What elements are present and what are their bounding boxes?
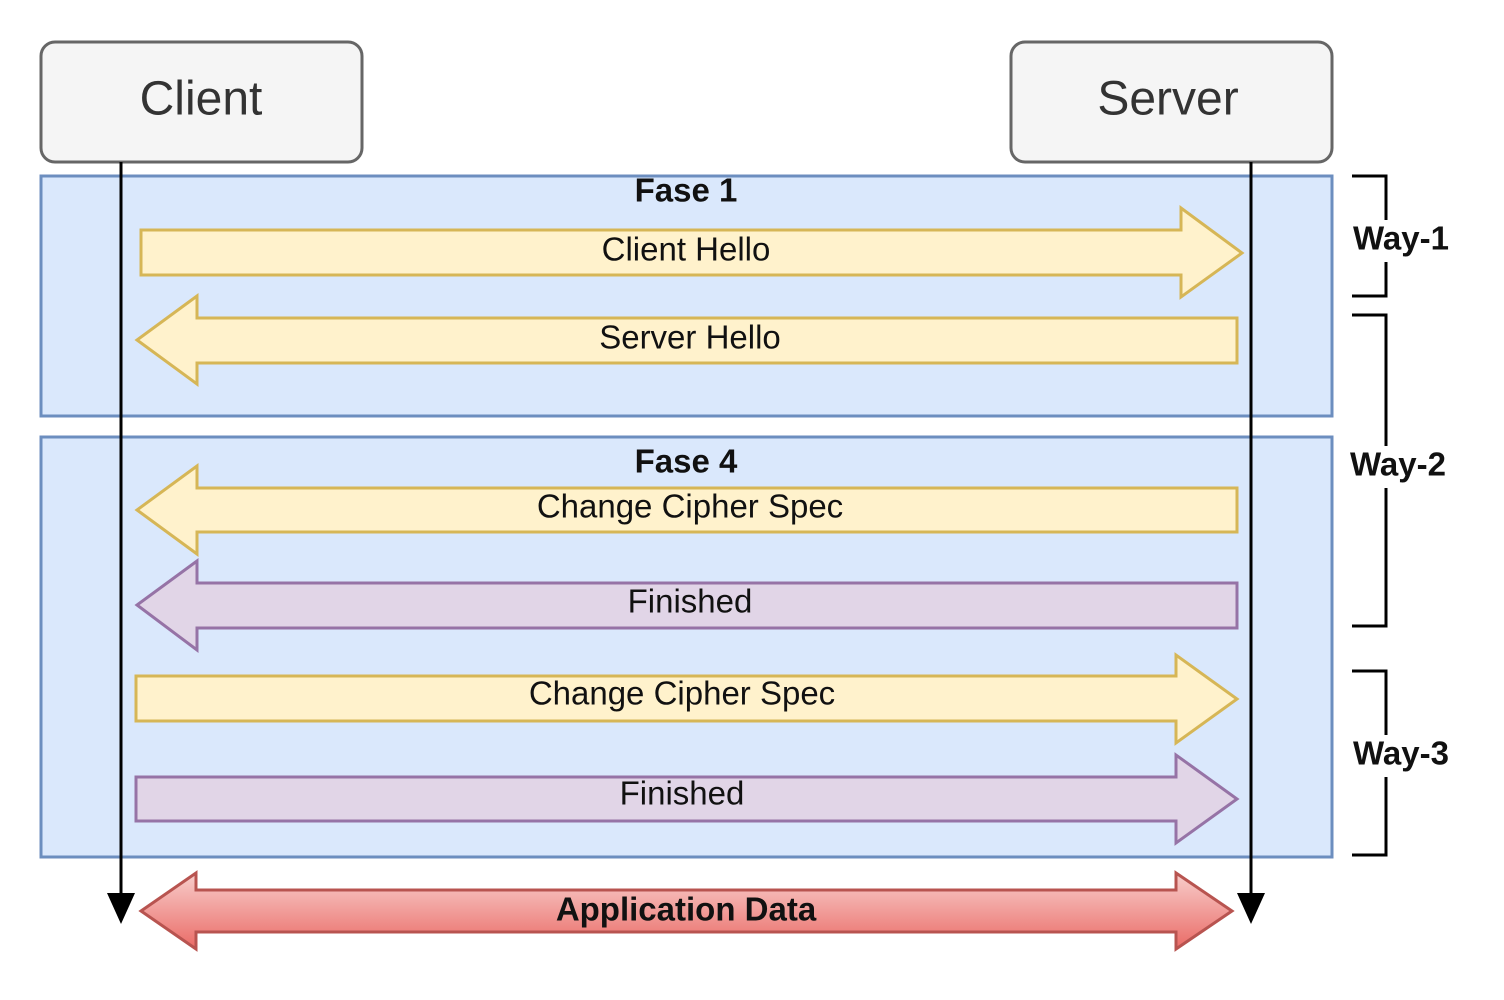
client-actor-label: Client: [140, 73, 263, 126]
server-hello-label: Server Hello: [599, 319, 781, 356]
phase-4-label: Fase 4: [635, 443, 738, 480]
server-finished-arrow: [134, 558, 1239, 653]
way-3-label-bg: [1346, 735, 1458, 777]
way-2-label: Way-2: [1350, 446, 1446, 483]
client-lifeline-arrowhead: [107, 893, 135, 924]
server-actor-label: Server: [1097, 73, 1238, 126]
server-actor-box: [1009, 40, 1334, 164]
server-change-cipher-spec-arrow: [134, 463, 1239, 557]
client-actor-box: [39, 40, 364, 164]
client-change-cipher-spec-arrow: [134, 652, 1240, 746]
client-finished-label: Finished: [620, 775, 745, 812]
client-finished-arrow: [134, 752, 1240, 846]
way-2-label-bg: [1343, 446, 1455, 488]
server-hello-arrow: [134, 293, 1239, 387]
phase-1-label: Fase 1: [635, 172, 738, 209]
server-finished-label: Finished: [628, 583, 753, 620]
way-1-label-bg: [1346, 220, 1456, 262]
client-hello-arrow: [139, 205, 1245, 300]
application-data-label: Application Data: [556, 891, 817, 928]
client-hello-label: Client Hello: [602, 231, 771, 268]
client-change-cipher-spec-label: Change Cipher Spec: [529, 675, 835, 712]
way-3-label: Way-3: [1353, 735, 1449, 772]
server-lifeline-arrowhead: [1237, 893, 1265, 924]
server-change-cipher-spec-label: Change Cipher Spec: [537, 488, 843, 525]
phase-1-box: [39, 174, 1334, 418]
application-data-arrow: [138, 870, 1235, 952]
way-1-label: Way-1: [1353, 220, 1449, 257]
